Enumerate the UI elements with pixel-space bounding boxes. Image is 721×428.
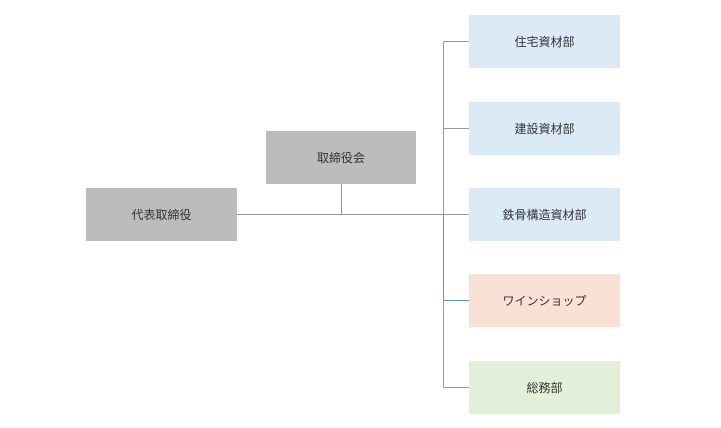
node-department-housing-materials[interactable]: 住宅資材部 <box>469 15 620 68</box>
node-department-label: 建設資材部 <box>514 122 575 136</box>
node-department-label: 総務部 <box>526 381 563 395</box>
node-board-label: 取締役会 <box>316 151 365 165</box>
node-department-wine-shop[interactable]: ワインショップ <box>469 274 620 327</box>
node-board[interactable]: 取締役会 <box>266 131 416 184</box>
node-department-general-affairs[interactable]: 総務部 <box>469 361 620 414</box>
node-ceo-label: 代表取締役 <box>131 208 192 222</box>
node-department-construction-materials[interactable]: 建設資材部 <box>469 102 620 155</box>
node-department-label: 鉄骨構造資材部 <box>502 208 587 222</box>
node-department-steel-structure-materials[interactable]: 鉄骨構造資材部 <box>469 188 620 241</box>
node-ceo[interactable]: 代表取締役 <box>86 188 237 241</box>
node-department-label: ワインショップ <box>502 294 587 308</box>
node-department-label: 住宅資材部 <box>514 35 575 49</box>
